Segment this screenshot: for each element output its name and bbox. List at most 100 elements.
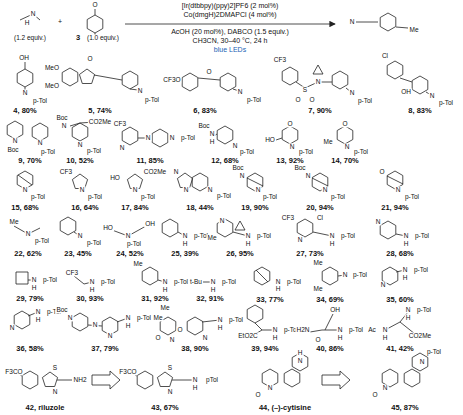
atom-label: N bbox=[67, 314, 74, 321]
atom-label: H bbox=[245, 240, 252, 247]
atom-label: H bbox=[210, 286, 217, 293]
atom-label: N bbox=[219, 217, 226, 224]
compound-label: 36, 58% bbox=[15, 345, 45, 353]
atom-label: H bbox=[275, 285, 282, 292]
atom-label: Me bbox=[132, 260, 143, 267]
atom-label: N bbox=[210, 278, 217, 285]
compound-label: 32, 91% bbox=[195, 295, 225, 303]
atom-label: O bbox=[308, 96, 315, 103]
compound-label: 34, 69% bbox=[315, 296, 345, 304]
compound-label: 27, 73% bbox=[295, 250, 325, 258]
compound-label: 44, (–)-cytisine bbox=[258, 404, 312, 412]
compound-label: 20, 94% bbox=[305, 204, 335, 212]
atom-label: H bbox=[405, 314, 412, 321]
atom-label: N bbox=[137, 87, 144, 94]
condition-text: + bbox=[57, 18, 63, 26]
compound-label: 29, 79% bbox=[15, 295, 45, 303]
compound-label: 18, 44% bbox=[185, 204, 215, 212]
atom-label: Me bbox=[312, 285, 323, 292]
atom-label: N bbox=[329, 232, 336, 239]
atom-label: pTol bbox=[205, 376, 219, 383]
condition-text: AcOH (20 mol%), DABCO (1.5 equiv.) bbox=[170, 28, 290, 36]
atom-label: N bbox=[419, 358, 426, 365]
atom-label: p-Tol bbox=[414, 232, 430, 239]
condition-text: Co(dmgH)2DMAPCl (4 mol%) bbox=[183, 11, 278, 19]
atom-label: p-Tol bbox=[262, 193, 278, 200]
atom-label: N bbox=[52, 388, 59, 395]
atom-label: N bbox=[22, 186, 29, 193]
atom-label: p-Tol bbox=[221, 278, 237, 285]
atom-label: N bbox=[79, 186, 86, 193]
atom-label: N bbox=[107, 332, 114, 339]
atom-label: Me bbox=[159, 304, 170, 311]
atom-label: N bbox=[183, 186, 190, 193]
compound-label: 28, 68% bbox=[385, 250, 415, 258]
compound-label: 3 bbox=[75, 34, 81, 42]
compound-label: 8, 83% bbox=[407, 107, 432, 115]
atom-label: N bbox=[209, 130, 216, 137]
atom-label: H bbox=[329, 240, 336, 247]
atom-label: N bbox=[125, 232, 132, 239]
condition-text: CH3CN, 30–40 °C, 24 h bbox=[192, 37, 269, 45]
atom-label: N bbox=[169, 134, 176, 141]
atom-label: N bbox=[349, 89, 356, 96]
atom-label: p-Tol bbox=[100, 278, 116, 285]
atom-label: O bbox=[341, 120, 348, 127]
atom-label: H bbox=[125, 322, 132, 329]
atom-label: N bbox=[162, 278, 169, 285]
compound-label: 41, 42% bbox=[385, 345, 415, 353]
atom-label: H bbox=[162, 286, 169, 293]
atom-label: N bbox=[403, 232, 410, 239]
atom-label: N bbox=[297, 357, 304, 364]
compound-label: 9, 70% bbox=[17, 157, 42, 165]
atom-label: N bbox=[382, 326, 389, 333]
atom-label: Boc bbox=[197, 122, 210, 129]
atom-label: H bbox=[192, 384, 199, 391]
atom-label: N bbox=[342, 271, 349, 278]
atom-label: N bbox=[77, 141, 84, 148]
atom-label: N bbox=[245, 232, 252, 239]
atom-label: N bbox=[322, 186, 329, 193]
atom-label: MeO bbox=[44, 82, 60, 89]
atom-label: CF3 bbox=[273, 56, 287, 63]
atom-label: N bbox=[217, 316, 224, 323]
atom-label: Cl bbox=[381, 52, 389, 59]
atom-label: N bbox=[315, 78, 322, 85]
atom-label: H bbox=[35, 316, 42, 323]
compound-label: 30, 93% bbox=[75, 295, 105, 303]
atom-label: N bbox=[182, 232, 189, 239]
compound-label: 4, 80% bbox=[12, 107, 37, 115]
atom-label: O bbox=[154, 334, 161, 341]
atom-label: EtO2C bbox=[237, 332, 259, 339]
atom-label: MeO bbox=[44, 64, 60, 71]
atom-label: Me bbox=[206, 234, 217, 241]
atom-label: O bbox=[286, 120, 293, 127]
atom-label: H bbox=[402, 274, 409, 281]
equiv-note: (1.0 equiv.) bbox=[86, 34, 120, 41]
atom-label: Me bbox=[152, 314, 163, 321]
atom-label: N bbox=[12, 137, 19, 144]
atom-label: H bbox=[382, 334, 389, 341]
atom-label: Me bbox=[312, 259, 323, 266]
atom-label: S bbox=[167, 364, 173, 371]
atom-label: H bbox=[24, 19, 31, 26]
compound-label: 14, 70% bbox=[330, 157, 360, 165]
atom-label: p-Tol bbox=[30, 193, 46, 200]
atom-label: N bbox=[61, 122, 68, 129]
atom-label: N bbox=[207, 186, 214, 193]
atom-label: Boc bbox=[55, 306, 68, 313]
atom-label: p-Tol bbox=[180, 134, 196, 141]
atom-label: p-Tol bbox=[126, 240, 142, 247]
atom-label: H bbox=[337, 334, 344, 341]
atom-label: p-Tol bbox=[86, 147, 102, 154]
atom-label: CF3O bbox=[162, 76, 181, 83]
compound-label: 11, 85% bbox=[135, 157, 164, 165]
atom-label: N bbox=[405, 306, 412, 313]
atom-label: H bbox=[297, 349, 304, 356]
atom-label: N bbox=[272, 326, 279, 333]
atom-label: p-Tol bbox=[40, 148, 56, 155]
atom-label: p-Tol bbox=[413, 266, 429, 273]
atom-label: p-Tol bbox=[173, 278, 189, 285]
atom-label: H2N bbox=[295, 326, 310, 333]
